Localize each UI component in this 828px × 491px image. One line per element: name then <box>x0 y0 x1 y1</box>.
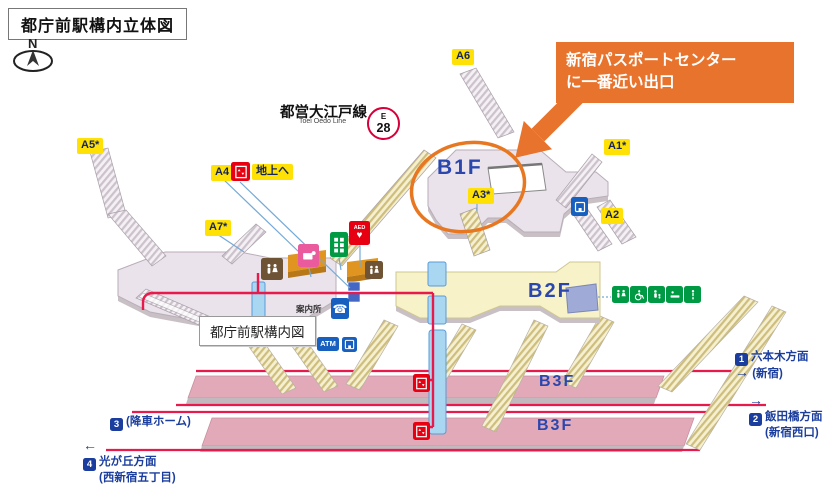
aed-label: AED <box>353 224 366 231</box>
exit-label-a5: A5* <box>77 138 104 154</box>
b2f-plate <box>395 261 601 323</box>
station-map-caption: 都庁前駅構内図 <box>199 316 316 346</box>
track-lines <box>106 369 766 452</box>
exit-label-a3: A3* <box>468 188 495 204</box>
baby-care-icon <box>648 286 665 303</box>
direction-sub: (西新宿五丁目) <box>99 471 176 484</box>
aed-icon: AED ♥ <box>349 221 370 245</box>
exit-label-a6: A6 <box>452 49 475 65</box>
restroom-icon <box>261 258 283 280</box>
direction-dest: 飯田橋方面 <box>765 410 823 423</box>
direction-arrow: → <box>749 392 763 408</box>
callout-line1: 新宿パスポートセンター <box>566 52 737 69</box>
atm-icon: ATM <box>317 337 339 351</box>
direction-dest: 六本木方面 <box>751 351 809 363</box>
exit-label-a4: A4 <box>211 165 234 181</box>
direction-arrow: → <box>735 364 749 380</box>
elevator-icon <box>413 422 430 440</box>
platform-number-badge: 2 <box>749 412 762 426</box>
exit-label-a7: A7* <box>205 220 232 236</box>
phone-icon: ☎ <box>331 298 349 319</box>
accessible-toilet-area <box>565 283 599 314</box>
baby-changing-icon <box>666 286 683 303</box>
elevator-icon <box>231 162 250 181</box>
elevator-icon <box>413 374 430 392</box>
platform-number-badge: 3 <box>110 418 123 431</box>
direction-sub: (新宿) <box>752 368 783 380</box>
compass-icon <box>13 50 53 72</box>
coin-locker-icon <box>342 337 357 352</box>
station-code-number: 28 <box>376 120 391 135</box>
stairs-lower <box>239 295 787 451</box>
info-office-label: 案内所 <box>296 304 322 314</box>
ticket-machines-icon <box>330 232 348 257</box>
accessible-toilet-icon <box>612 286 629 303</box>
exit-label-a1: A1* <box>604 139 631 155</box>
direction-dest: (降車ホーム) <box>126 416 191 428</box>
floor-label-b2f: B2F <box>528 280 572 302</box>
station-code-badge: E 28 <box>367 107 400 140</box>
phone-glyph: ☎ <box>332 301 348 316</box>
line-name-en: Toei Oedo Line <box>299 118 347 125</box>
heart-glyph: ♥ <box>356 229 363 241</box>
station-code-letter: E <box>380 112 387 121</box>
elevator-shaft-main <box>428 329 447 435</box>
atm-label: ATM <box>320 339 336 349</box>
ostomate-icon <box>684 286 701 303</box>
exit-label-a2: A2 <box>601 208 624 224</box>
page-title: 都庁前駅構内立体図 <box>8 8 188 40</box>
commuter-pass-icon <box>298 244 319 267</box>
wheelchair-icon <box>630 286 647 303</box>
line-name: 都営大江戸線 <box>280 105 367 121</box>
platform-number-badge: 4 <box>83 457 96 471</box>
compass-north-label: N <box>28 36 38 51</box>
to-ground-label: 地上へ <box>252 164 293 180</box>
floor-label-b1f: B1F <box>437 156 483 179</box>
highlight-ellipse <box>409 140 527 234</box>
passport-center-callout: 新宿パスポートセンター に一番近い出口 <box>556 42 794 103</box>
direction-sub: (新宿西口) <box>765 426 819 439</box>
direction-arrow: ← <box>83 437 97 453</box>
restroom-icon <box>365 261 383 279</box>
callout-line2: に一番近い出口 <box>566 74 675 92</box>
direction-alighting-platform: 3(降車ホーム) <box>110 415 191 431</box>
coin-locker-icon <box>571 197 588 216</box>
floor-label-b3f-lower: B3F <box>537 417 574 434</box>
platform-lower <box>200 417 695 452</box>
direction-dest: 光が丘方面 <box>99 455 157 468</box>
floor-label-b3f-upper: B3F <box>539 373 576 390</box>
platform-number-badge: 1 <box>735 353 748 366</box>
